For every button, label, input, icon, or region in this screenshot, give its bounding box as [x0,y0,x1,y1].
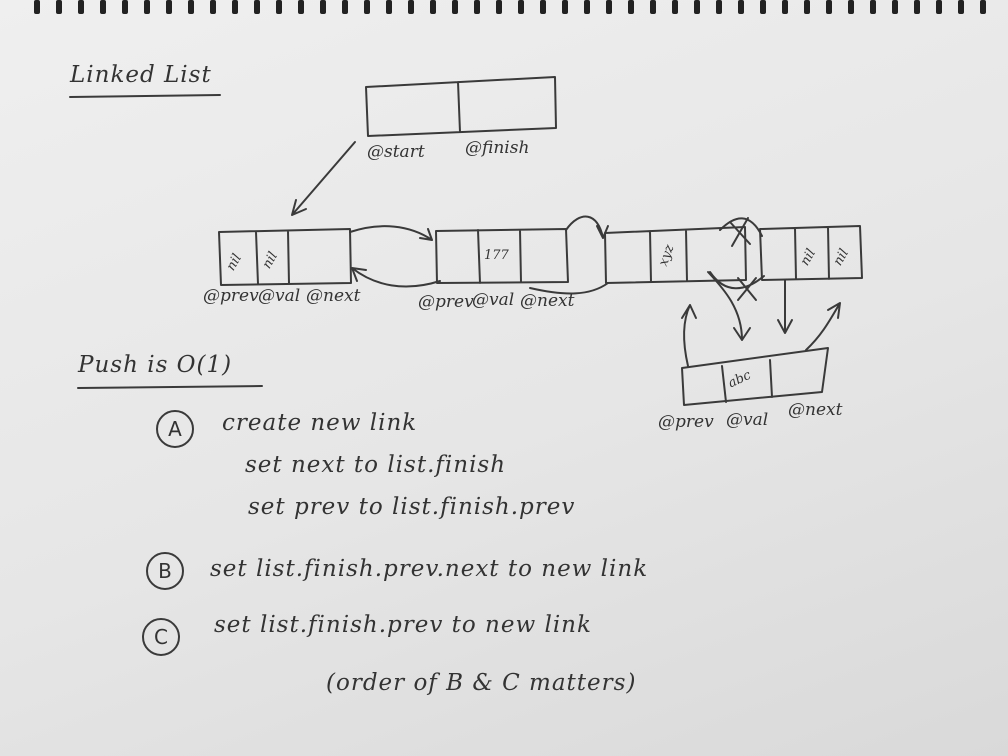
start-arrow [291,141,356,216]
spiral-ring [364,0,370,14]
node-1-val-label: @val [258,286,301,306]
node-2-next-label: @next [520,291,575,311]
spiral-ring [892,0,898,14]
spiral-ring [320,0,326,14]
arrow-node3-to-new [707,271,751,341]
spiral-ring [782,0,788,14]
node-1-prev-label: @prev [203,286,259,306]
cross-mark-1 [729,217,751,247]
spiral-ring [166,0,172,14]
list-header-box [365,76,557,137]
spiral-ring [430,0,436,14]
spiral-ring [408,0,414,14]
spiral-ring [496,0,502,14]
spiral-ring [78,0,84,14]
link-3-4-next [719,217,763,237]
spiral-ring [584,0,590,14]
spiral-ring [936,0,942,14]
page-title: Linked List [70,62,212,88]
title-underline [69,94,221,98]
finish-label: @finish [465,138,530,158]
step-c-line-1: set list.finish.prev to new link [214,612,592,638]
spiral-ring [848,0,854,14]
node-1-box [218,228,352,286]
spiral-ring [650,0,656,14]
arrow-new-prev-up [681,304,697,367]
push-heading: Push is O(1) [78,352,233,378]
spiral-ring [628,0,634,14]
spiral-ring [56,0,62,14]
spiral-ring [694,0,700,14]
node-2-box [435,228,569,284]
spiral-binding [0,0,1008,16]
spiral-ring [914,0,920,14]
step-a-line-2: set next to list.finish [245,452,507,478]
spiral-ring [144,0,150,14]
spiral-ring [980,0,986,14]
spiral-ring [452,0,458,14]
spiral-ring [298,0,304,14]
new-link-val-label: @val [726,410,769,430]
spiral-ring [760,0,766,14]
start-label: @start [367,142,425,162]
spiral-ring [188,0,194,14]
step-b-marker: B [146,552,184,590]
spiral-ring [870,0,876,14]
spiral-ring [342,0,348,14]
spiral-ring [672,0,678,14]
spiral-ring [122,0,128,14]
link-1-2-next [349,225,433,241]
step-a-line-1: create new link [222,410,418,436]
spiral-ring [562,0,568,14]
spiral-ring [826,0,832,14]
spiral-ring [100,0,106,14]
push-underline [77,385,263,389]
link-2-1-prev [351,267,441,288]
node-2-val-label: @val [472,290,515,310]
arrow-new-next-up [805,302,841,351]
spiral-ring [540,0,546,14]
spiral-ring [518,0,524,14]
spiral-ring [232,0,238,14]
spiral-ring [254,0,260,14]
link-3-2-prev [529,282,609,295]
step-b-line-1: set list.finish.prev.next to new link [210,556,649,582]
spiral-ring [958,0,964,14]
node-2-prev-label: @prev [418,292,474,312]
arrow-node4-to-new [777,279,793,334]
spiral-ring [386,0,392,14]
new-link-next-label: @next [788,400,843,420]
spiral-ring [738,0,744,14]
spiral-ring [804,0,810,14]
spiral-ring [716,0,722,14]
node-3-box [604,226,747,284]
spiral-ring [210,0,216,14]
spiral-ring [34,0,40,14]
link-2-3-next [565,215,609,239]
step-a-line-3: set prev to list.finish.prev [248,494,576,520]
spiral-ring [474,0,480,14]
node-4-box [759,225,863,281]
node-2-val-value: 177 [484,248,509,263]
step-c-marker: C [142,618,180,656]
node-1-next-label: @next [306,286,361,306]
new-link-box [681,347,829,406]
cross-mark-2 [737,277,757,301]
order-note: (order of B & C matters) [326,670,637,696]
new-link-prev-label: @prev [658,412,714,432]
spiral-ring [276,0,282,14]
spiral-ring [606,0,612,14]
step-a-marker: A [156,410,194,448]
